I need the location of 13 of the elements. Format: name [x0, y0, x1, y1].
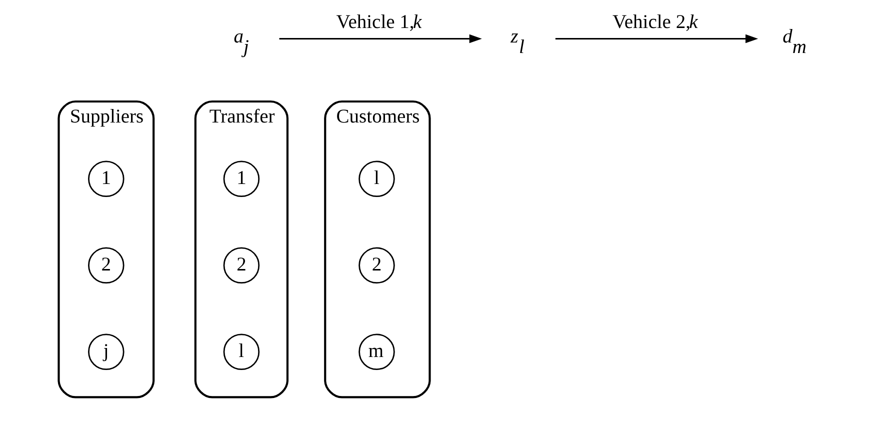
edge-label: Vehicle 2,k: [612, 12, 698, 33]
arrow: [554, 34, 758, 44]
node-circle: 2: [358, 247, 394, 284]
node-circle: 1: [222, 160, 260, 198]
edge-label: Vehicle 1,k: [336, 12, 422, 33]
node-circle: m: [358, 334, 394, 370]
node-circle: 2: [88, 247, 124, 284]
node-circle: 2: [222, 247, 260, 284]
node-circle: l: [222, 334, 260, 370]
node-circle: j: [88, 334, 124, 370]
node-circle: l: [358, 160, 394, 198]
node-circle: 1: [88, 160, 124, 198]
arrow: [278, 34, 482, 44]
